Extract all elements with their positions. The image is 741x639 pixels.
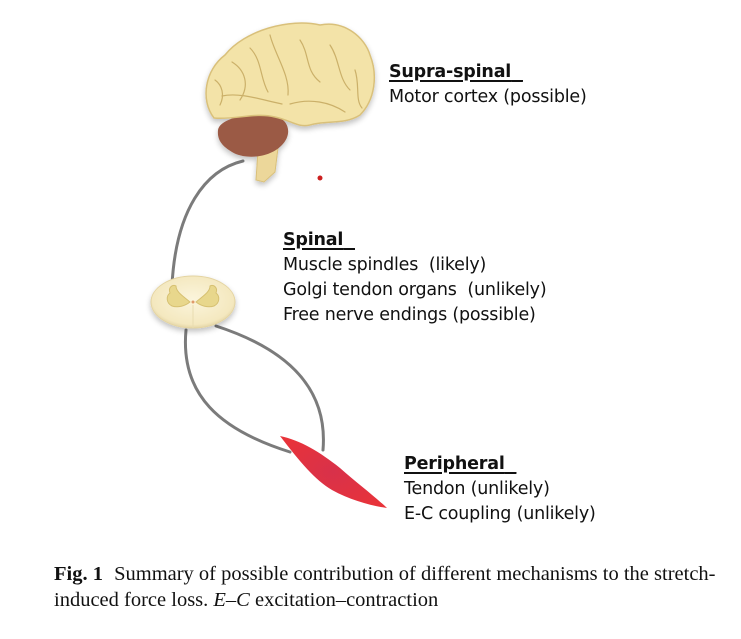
- muscle-belly: [280, 436, 387, 508]
- spinal-cord-cross-section-icon: [150, 275, 236, 329]
- mechanism-item: Tendon (unlikely): [404, 479, 550, 499]
- muscle-icon: [280, 436, 387, 508]
- brain-icon: [205, 22, 376, 183]
- mechanism-item: Golgi tendon organs (unlikely): [283, 280, 547, 300]
- caption-text-end: excitation–contraction: [249, 589, 439, 611]
- nerve-spinal-to-muscle-left: [183, 328, 292, 454]
- level-spinal: Spinal Muscle spindles (likely) Golgi te…: [283, 228, 547, 328]
- nerve-brain-to-spinal: [170, 159, 245, 287]
- figure-number: Fig. 1: [54, 563, 103, 585]
- grey-matter-left: [166, 285, 191, 308]
- level-heading: Peripheral: [404, 454, 505, 474]
- mechanism-item: Free nerve endings (possible): [283, 305, 536, 325]
- mechanism-item: E-C coupling (unlikely): [404, 504, 596, 524]
- caption-text: Summary of possible contribution of diff…: [54, 563, 716, 611]
- level-heading: Spinal: [283, 230, 344, 250]
- level-peripheral: Peripheral Tendon (unlikely) E-C couplin…: [404, 452, 596, 527]
- cerebrum: [205, 22, 376, 127]
- nerve-spinal-to-muscle-right: [214, 324, 325, 452]
- mechanism-item: Muscle spindles (likely): [283, 255, 487, 275]
- nerve-pathways: [170, 159, 325, 454]
- mechanism-item: Motor cortex (possible): [389, 87, 587, 107]
- brain-gyri: [214, 34, 363, 113]
- caption-abbreviation: E–C: [213, 589, 250, 611]
- figure-caption: Fig. 1 Summary of possible contribution …: [54, 561, 724, 613]
- level-heading: Supra-spinal: [389, 62, 512, 82]
- cerebellum: [217, 114, 289, 157]
- grey-matter-right: [195, 285, 220, 308]
- level-supra-spinal: Supra-spinal Motor cortex (possible): [389, 60, 587, 110]
- central-canal: [191, 300, 195, 304]
- marker-dot: [317, 175, 323, 181]
